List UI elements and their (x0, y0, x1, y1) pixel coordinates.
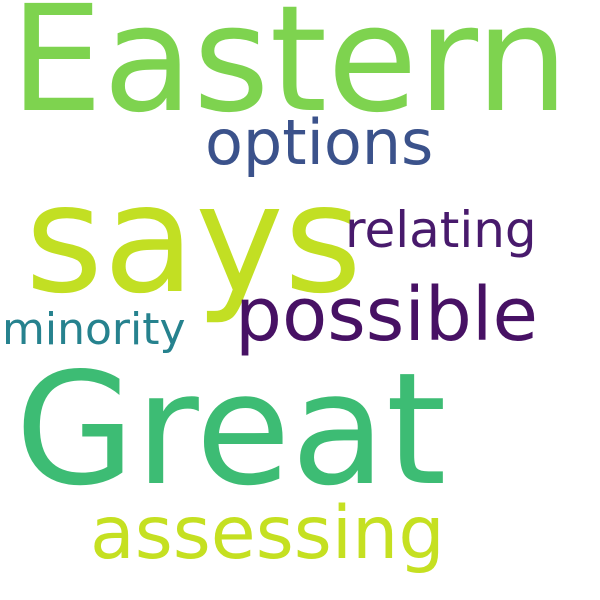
word-possible: possible (235, 272, 538, 358)
word-assessing: assessing (90, 491, 445, 576)
word-options: options (205, 106, 434, 179)
word-eastern: Eastern (10, 0, 569, 145)
word-says: says (25, 153, 362, 327)
word-minority: minority (2, 304, 186, 355)
word-great: Great (15, 339, 447, 520)
word-relating: relating (345, 201, 537, 259)
